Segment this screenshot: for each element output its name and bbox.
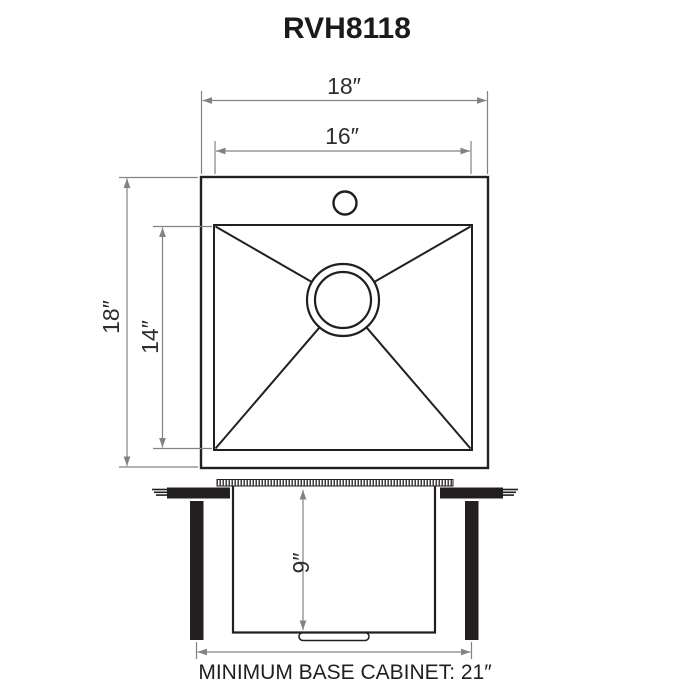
dimension-bowl-width: 16″ bbox=[214, 123, 472, 174]
overall-width-label: 18″ bbox=[327, 73, 361, 99]
bowl-slope-line-bl bbox=[214, 326, 321, 450]
bowl-height-label: 9″ bbox=[288, 553, 314, 574]
cabinet-side-right bbox=[465, 501, 479, 640]
faucet-hole bbox=[332, 190, 358, 216]
countertop-right bbox=[440, 487, 503, 499]
break-lines-right bbox=[502, 488, 518, 496]
dimension-base-cabinet: MINIMUM BASE CABINET: 21″ bbox=[195, 642, 492, 684]
sink-rim-hatched bbox=[216, 479, 454, 487]
break-lines-left bbox=[152, 488, 168, 496]
drain-outer-ring bbox=[305, 262, 381, 338]
sink-bowl-edge bbox=[213, 224, 473, 451]
bowl-depth-label: 14″ bbox=[137, 320, 163, 354]
bowl-width-label: 16″ bbox=[325, 123, 359, 149]
dimension-bowl-depth: 14″ bbox=[137, 225, 212, 450]
sink-outer-edge bbox=[199, 175, 490, 470]
minimum-base-cabinet-label: MINIMUM BASE CABINET: 21″ bbox=[198, 661, 492, 684]
dimension-overall-depth: 18″ bbox=[98, 176, 198, 468]
side-view bbox=[152, 479, 518, 642]
drain-fitting bbox=[298, 631, 370, 642]
overall-depth-label: 18″ bbox=[98, 300, 124, 334]
bowl-slope-line-tr bbox=[373, 225, 471, 283]
bowl-section-profile bbox=[231, 486, 437, 634]
countertop-left bbox=[167, 487, 230, 499]
dimension-overall-width: 18″ bbox=[200, 73, 489, 174]
cabinet-side-left bbox=[190, 501, 204, 640]
dimension-bowl-height: 9″ bbox=[288, 490, 314, 630]
drain-inner-ring bbox=[313, 270, 373, 330]
top-view bbox=[199, 175, 490, 470]
bowl-slope-line-tl bbox=[215, 225, 313, 283]
model-number: RVH8118 bbox=[283, 12, 411, 45]
bowl-slope-line-br bbox=[365, 326, 472, 450]
